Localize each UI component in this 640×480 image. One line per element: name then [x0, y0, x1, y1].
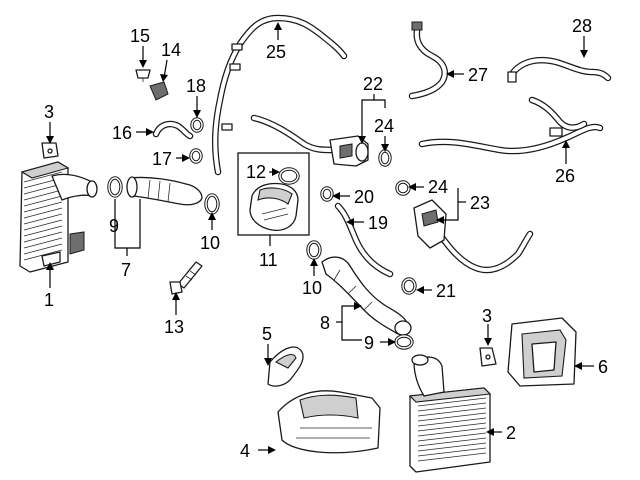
callout-4: 4	[240, 441, 250, 461]
callout-15: 15	[130, 26, 150, 46]
hose-19	[334, 202, 394, 278]
air-duct-6	[507, 317, 577, 387]
seal-ring-9-left	[107, 176, 123, 198]
coolant-hose-25	[211, 14, 348, 176]
charge-pipe-8	[321, 256, 412, 336]
seal-ring-9-center	[394, 334, 414, 350]
part-group-box-11	[237, 152, 310, 236]
clamp-ring-10-center	[306, 240, 322, 260]
callout-10-left: 10	[200, 233, 220, 253]
left-intercooler-fins	[23, 171, 63, 261]
callout-17: 17	[152, 149, 172, 169]
small-hose-16	[152, 120, 194, 140]
callout-18: 18	[186, 76, 206, 96]
callout-12: 12	[246, 162, 266, 182]
bolt-15	[135, 69, 151, 82]
coolant-pipe-26	[418, 96, 604, 155]
callout-27: 27	[468, 65, 488, 85]
callout-labels: 1 2 3 3 4 5 6 7 8 9 9 10 10 11 12 13 14 …	[44, 16, 608, 461]
leader-lines	[46, 22, 594, 454]
clip-14	[149, 81, 169, 101]
callout-23: 23	[470, 193, 490, 213]
clamp-ring-10-left	[204, 193, 220, 215]
right-intercooler	[408, 354, 492, 473]
callout-9-center: 9	[364, 333, 374, 353]
callout-24-lower: 24	[428, 177, 448, 197]
callout-5: 5	[262, 324, 272, 344]
callout-6: 6	[598, 357, 608, 377]
coolant-hose-28	[507, 56, 612, 83]
callout-3-right: 3	[482, 306, 492, 326]
callout-21: 21	[436, 281, 456, 301]
callout-1: 1	[44, 290, 54, 310]
left-bracket	[41, 142, 59, 159]
air-duct-11	[249, 182, 299, 232]
coolant-pipe-23	[413, 199, 534, 274]
seal-ring-24-lower	[395, 180, 411, 196]
clamp-17	[189, 148, 203, 164]
callout-28: 28	[572, 16, 592, 36]
pressure-sensor	[169, 261, 203, 295]
seal-ring-12	[278, 167, 300, 185]
callout-24-upper: 24	[374, 116, 394, 136]
clamp-18	[190, 117, 204, 133]
callout-2: 2	[506, 423, 516, 443]
seal-ring-24-upper	[378, 149, 392, 167]
callout-20: 20	[354, 187, 374, 207]
callout-9-left: 9	[109, 216, 119, 236]
coolant-pipe-22	[250, 114, 369, 167]
coolant-hose-27	[408, 21, 448, 100]
left-intercooler	[19, 161, 98, 273]
right-intercooler-fins	[417, 397, 487, 462]
callout-26: 26	[555, 166, 575, 186]
air-duct-4	[277, 390, 381, 454]
callout-8: 8	[320, 313, 330, 333]
callout-19: 19	[368, 213, 388, 233]
callout-11: 11	[259, 250, 278, 270]
callout-14: 14	[161, 40, 181, 60]
callout-7: 7	[121, 260, 131, 280]
clamp-21	[401, 277, 417, 295]
charge-pipe	[126, 176, 203, 206]
callout-22: 22	[363, 74, 383, 94]
callout-3-left: 3	[44, 102, 54, 122]
callout-13: 13	[164, 317, 184, 337]
callout-25: 25	[266, 42, 286, 62]
clamp-20	[320, 186, 334, 202]
right-bracket	[479, 347, 497, 367]
callout-10-center: 10	[302, 278, 322, 298]
callout-16: 16	[112, 123, 132, 143]
air-guide-5	[267, 346, 304, 387]
